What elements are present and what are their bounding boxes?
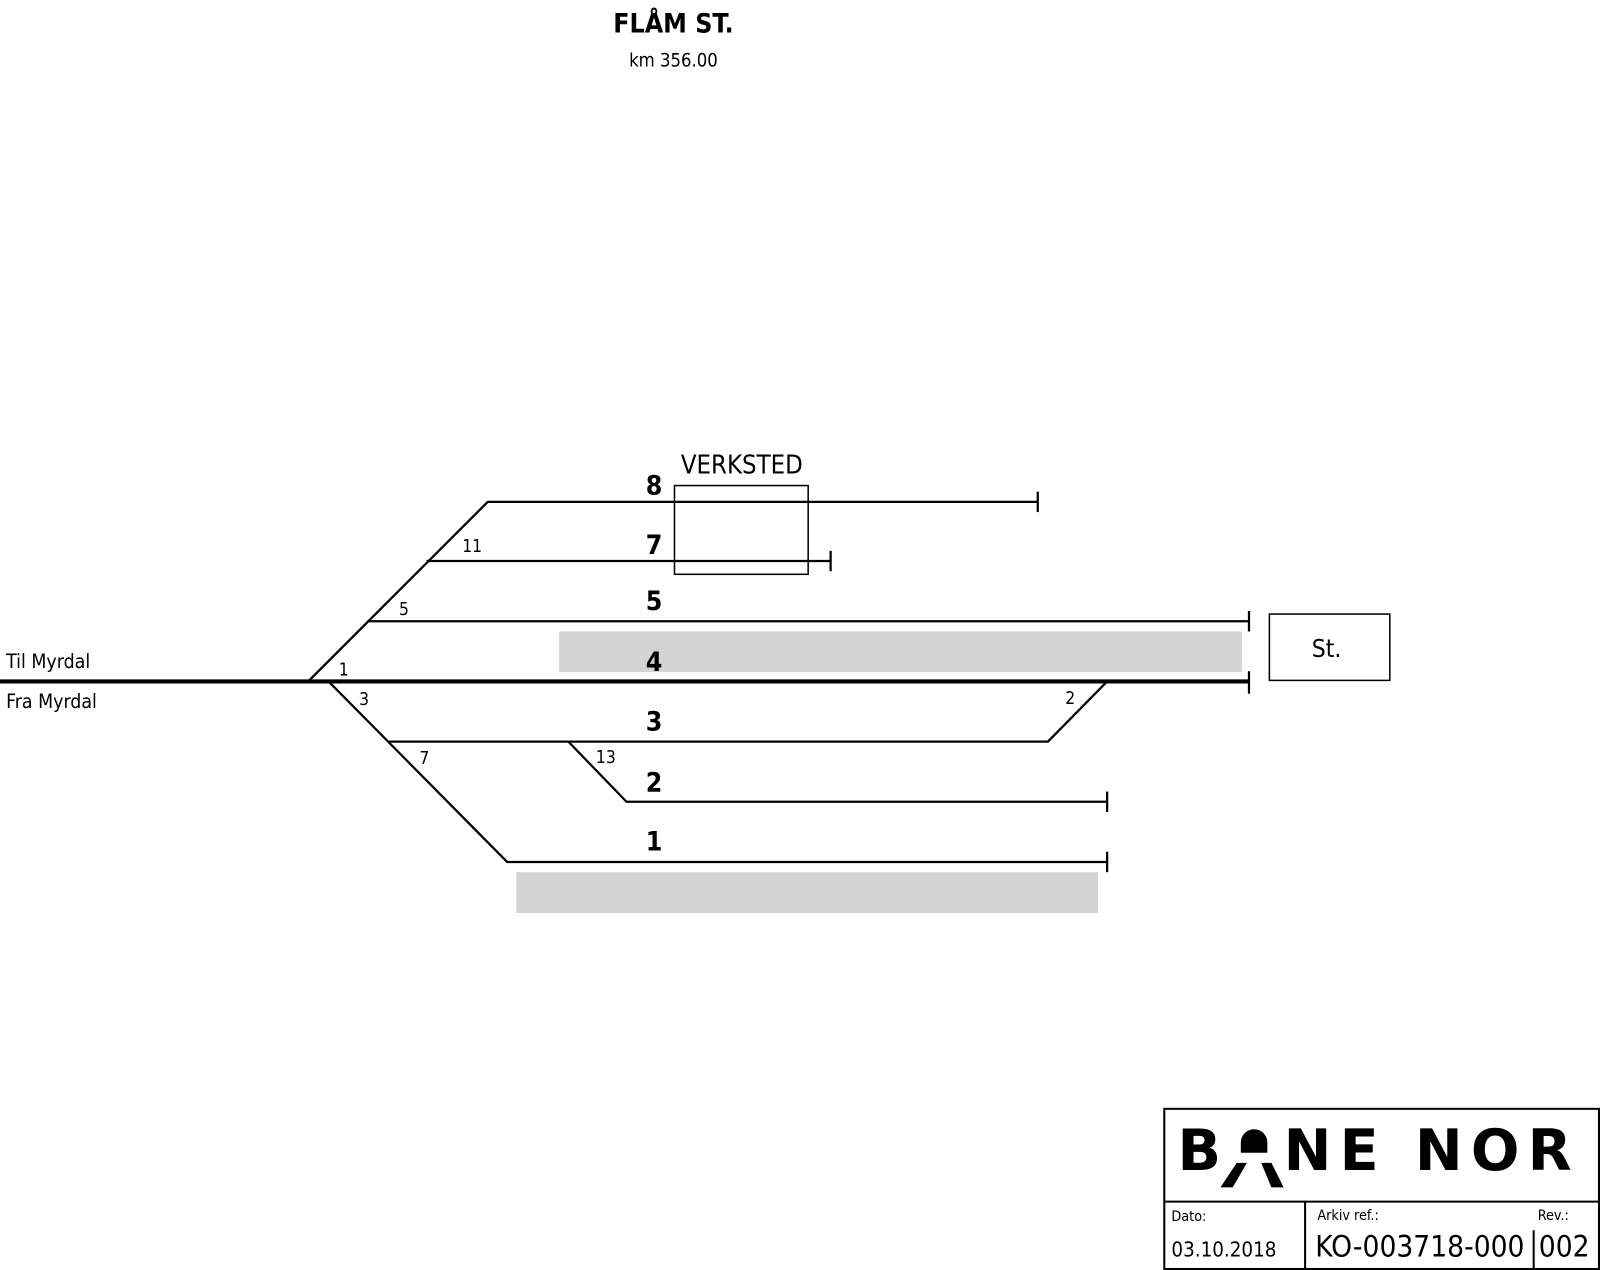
platform-track-4 (559, 631, 1242, 673)
rev-label: Rev.: (1538, 1208, 1569, 1224)
fra-myrdal-label: Fra Myrdal (6, 690, 97, 713)
km-label: km 356.00 (629, 50, 718, 71)
switch-11: 11 (462, 537, 482, 557)
track-number-4: 4 (646, 647, 663, 678)
switch-5: 5 (399, 600, 409, 620)
track-number-5: 5 (646, 586, 663, 617)
page-title: FLÅM ST. (613, 8, 734, 40)
date-label: Dato: (1171, 1209, 1206, 1225)
track-1 (327, 680, 1108, 864)
track-number-8: 8 (646, 471, 663, 502)
archive-label: Arkiv ref.: (1317, 1208, 1378, 1224)
station-building (1268, 613, 1391, 682)
track-3 (387, 680, 1108, 743)
station-label: St. (1312, 634, 1342, 663)
rev-value: 002 (1539, 1230, 1590, 1264)
switch-13: 13 (596, 748, 616, 768)
verksted-label: VERKSTED (681, 450, 803, 480)
archive-value: KO-003718-000 (1315, 1230, 1524, 1264)
switch-2: 2 (1065, 689, 1075, 709)
track-number-2: 2 (646, 768, 663, 799)
track-number-3: 3 (646, 706, 663, 737)
date-value: 03.10.2018 (1171, 1238, 1276, 1262)
switch-3: 3 (359, 690, 369, 710)
til-myrdal-label: Til Myrdal (5, 650, 90, 673)
platform-track-1 (516, 872, 1098, 913)
switch-1: 1 (339, 660, 349, 680)
bane-nor-logo: B NE NOR (1178, 1118, 1580, 1188)
svg-text:B: B (1178, 1118, 1222, 1184)
svg-text:NE NOR: NE NOR (1284, 1118, 1580, 1184)
tunnel-icon (1240, 1129, 1268, 1153)
switch-7: 7 (419, 749, 429, 769)
title-block: B NE NOR Dato: 03.10.2018 Arkiv ref.: KO… (1163, 1107, 1600, 1270)
verksted-building (673, 484, 809, 576)
track-number-7: 7 (646, 530, 663, 561)
track-2 (567, 740, 1108, 803)
track-number-1: 1 (646, 827, 663, 858)
